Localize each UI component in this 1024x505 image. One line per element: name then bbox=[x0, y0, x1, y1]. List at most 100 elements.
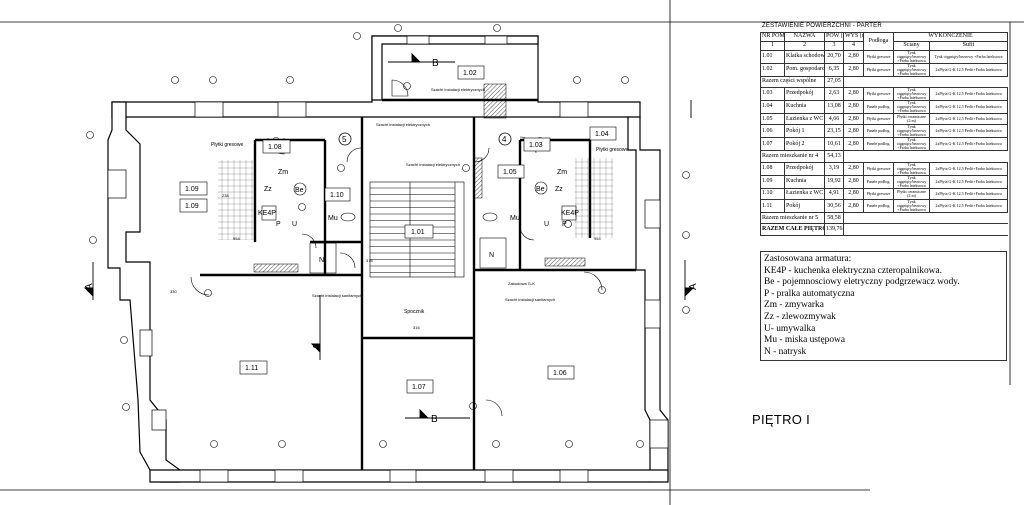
table-cell: Panele podłog. bbox=[863, 124, 894, 139]
table-cell: 2xPłyta G-K 12,5 Perlit+Farba lateksowa bbox=[928, 86, 1009, 101]
table-cell: 1.03 bbox=[760, 86, 785, 101]
fixture-mu-right: Mu bbox=[510, 215, 520, 222]
table-cell: RAZEM CAŁE PIĘTRO bbox=[760, 223, 825, 236]
table-cell: 2xPłyta G-K 12,5 Perlit+Farba lateksowa bbox=[928, 124, 1009, 139]
room-1-05-label: 1.05 bbox=[503, 169, 517, 176]
table-cell: Tynk cięgnięty/bezrowy +Farba lateksowa bbox=[893, 62, 930, 77]
note-zabudowa: Zabudowa G-K bbox=[508, 281, 535, 286]
note-shaft-mid: Szacht instalacji elektrycznych bbox=[376, 122, 430, 127]
note-spocznik: Spocznik bbox=[404, 309, 425, 315]
header-name: NAZWA bbox=[784, 31, 825, 42]
table-cell bbox=[842, 223, 1008, 236]
radiator-right bbox=[544, 257, 586, 267]
table-cell: 19,92 bbox=[824, 174, 844, 189]
windows bbox=[107, 35, 669, 483]
table-cell: Panele podłog. bbox=[863, 137, 894, 152]
table-cell: Tynk cięgnięty/bezrowy +Farba lateksowa bbox=[928, 49, 1009, 64]
legend-item: Zm - zmywarka bbox=[764, 300, 824, 311]
room-1-02-label: 1.02 bbox=[463, 70, 477, 77]
table-cell: Przedpokój bbox=[784, 161, 825, 176]
table-cell: Tynk cięgnięty/bezrowy +Farba lateksowa bbox=[893, 199, 930, 214]
table-cell: Pokój 1 bbox=[784, 124, 825, 139]
legend-item: Be - pojemnosciowy eletryczny podgrzewac… bbox=[764, 277, 960, 288]
table-cell: Razem mieszkanie nr 4 bbox=[760, 150, 825, 163]
table-cell: 2,80 bbox=[843, 124, 864, 139]
room-1-06-label: 1.06 bbox=[553, 370, 567, 377]
table-cell: 13,08 bbox=[824, 99, 844, 114]
colnum-4: 4 bbox=[843, 40, 864, 51]
note-shaft-top: Szacht instalacji elektrycznych bbox=[431, 87, 485, 92]
area-table: NR POM. NAZWA POW [m2] WYS [m] Podłoga W… bbox=[760, 22, 1009, 236]
table-cell: 1.04 bbox=[760, 99, 785, 114]
table-cell: Pom. gospodarcze bbox=[784, 62, 825, 77]
fixture-n-left: N bbox=[319, 257, 324, 264]
table-cell: 4,91 bbox=[824, 187, 844, 201]
table-cell: Płytki ceramiczne (2 m) bbox=[893, 112, 930, 126]
apartment-4-marker bbox=[498, 132, 512, 146]
table-cell: Razem mieszkanie nr 5 bbox=[760, 212, 825, 225]
fixture-u-left: U bbox=[292, 221, 297, 228]
boiler-right bbox=[534, 181, 548, 195]
fixture-mu-left: Mu bbox=[328, 215, 338, 222]
table-cell: Panele podłog. bbox=[863, 199, 894, 214]
radiator-left bbox=[253, 263, 299, 273]
header-area: POW [m2] bbox=[824, 31, 844, 42]
table-cell: Pokój 2 bbox=[784, 137, 825, 152]
table-cell: 2xPłyta G-K 12,5 Perlit+Farba lateksowa bbox=[928, 112, 1009, 126]
table-cell: 23,15 bbox=[824, 124, 844, 139]
fixture-be-left: Be bbox=[295, 187, 304, 194]
table-cell: Tynk cięgnięty/bezrowy +Farba lateksowa bbox=[893, 161, 930, 176]
table-cell: Płytki ceramiczne (2 m) bbox=[893, 187, 930, 201]
room-1-03-label: 1.03 bbox=[529, 142, 543, 149]
table-cell: Pokój bbox=[784, 199, 825, 214]
header-height: WYS [m] bbox=[843, 31, 864, 42]
table-cell: Panele podłog. bbox=[863, 174, 894, 189]
section-a-label-left: A bbox=[84, 283, 95, 290]
fixture-ke4p-left: KE4P bbox=[258, 210, 276, 217]
legend-title: Zastosowana armatura: bbox=[764, 254, 852, 264]
fixture-n-right: N bbox=[489, 252, 494, 259]
legend-item: KE4P - kuchenka elektryczna czteropalnik… bbox=[764, 265, 942, 276]
table-cell: Razem części wspólne bbox=[760, 75, 825, 88]
table-cell: 2xPłyta G-K 12,5 Perlit+Farba lateksowa bbox=[928, 174, 1009, 189]
fixtures-legend: Zastosowana armatura: KE4P - kuchenka el… bbox=[760, 251, 1007, 361]
table-cell: 58,58 bbox=[824, 212, 844, 225]
section-b-label-top: B bbox=[432, 58, 439, 69]
table-cell: 139,76 bbox=[824, 223, 844, 236]
shaft-hatch bbox=[483, 83, 507, 119]
table-cell: 10,61 bbox=[824, 137, 844, 152]
table-cell: Płytki gresowe bbox=[863, 112, 894, 126]
table-cell: 1.11 bbox=[760, 199, 785, 214]
section-b-label-bottom: B bbox=[431, 414, 438, 425]
note-shaft-san-right: Szacht instalacji sanitarnych bbox=[505, 297, 555, 302]
subheader-ceiling: Sufit bbox=[928, 40, 1009, 51]
room-1-07-label: 1.07 bbox=[412, 384, 426, 391]
fixture-be-right: Be bbox=[536, 186, 545, 193]
apartment-5-marker bbox=[338, 132, 352, 146]
table-cell: 6,35 bbox=[824, 62, 844, 77]
dim-316: 316 bbox=[413, 325, 420, 330]
table-cell: 2xPłyta G-K 12,5 Perlit+Farba lateksowa bbox=[928, 137, 1009, 152]
dim-330: 330 bbox=[170, 289, 177, 294]
legend-item: N - natrysk bbox=[764, 346, 807, 357]
fixture-ke4p-right: KE4P bbox=[561, 210, 579, 217]
table-cell: 2,80 bbox=[843, 174, 864, 189]
apartment-5-number: 5 bbox=[342, 135, 347, 144]
header-finish: WYKONCZENIE bbox=[892, 31, 1009, 42]
window-markers bbox=[86, 24, 690, 448]
room-1-04-label: 1.04 bbox=[595, 131, 609, 138]
fixture-p-right: P bbox=[562, 221, 567, 228]
table-cell: 1.06 bbox=[760, 124, 785, 139]
table-cell: 1.09 bbox=[760, 174, 785, 189]
table-cell: Płytki gresowe bbox=[863, 187, 894, 201]
subheader-walls: Ściany bbox=[893, 40, 930, 51]
section-markers bbox=[83, 52, 695, 419]
